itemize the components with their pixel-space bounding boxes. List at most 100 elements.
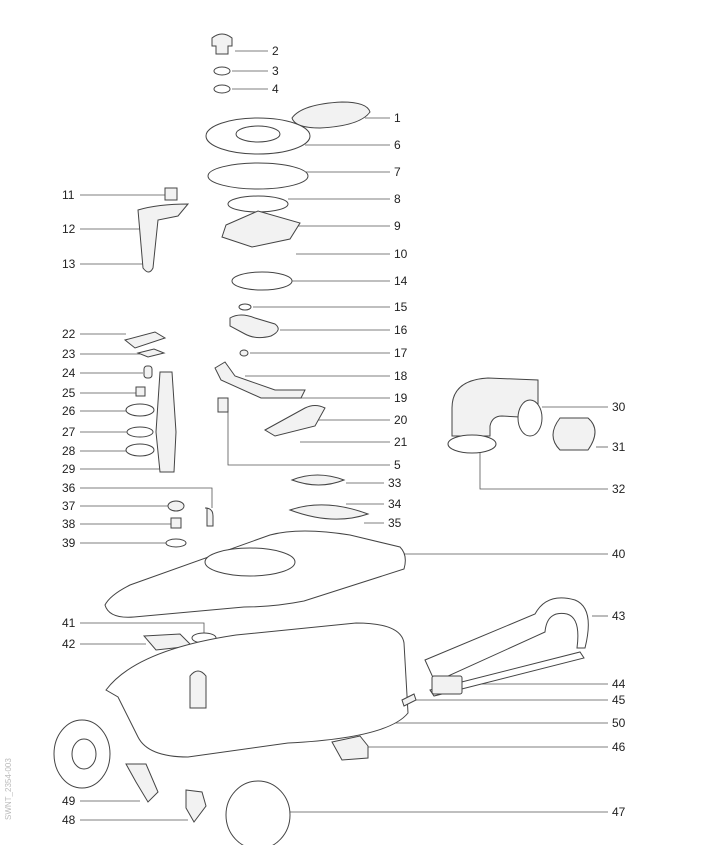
part-label-25: 25	[62, 386, 76, 400]
part-tank-opening	[204, 547, 296, 577]
part-flush-cover	[290, 474, 346, 486]
part-label-6: 6	[394, 138, 401, 152]
part-label-47: 47	[612, 805, 626, 819]
part-flush-gasket	[288, 504, 370, 520]
part-bracket	[263, 405, 326, 437]
part-foot-46	[331, 735, 369, 761]
part-label-4: 4	[272, 82, 279, 96]
part-label-20: 20	[394, 413, 408, 427]
part-spring-45	[401, 693, 417, 707]
part-label-17: 17	[394, 346, 408, 360]
part-seal	[227, 195, 289, 213]
leader-lines	[80, 50, 608, 821]
part-label-18: 18	[394, 369, 408, 383]
part-label-2: 2	[272, 44, 279, 58]
part-label-40: 40	[612, 547, 626, 561]
part-slider-rod	[155, 371, 177, 473]
part-label-43: 43	[612, 609, 626, 623]
part-bead	[239, 349, 249, 357]
part-wheel-47	[225, 780, 291, 845]
leader-line-41	[80, 622, 205, 633]
part-label-31: 31	[612, 440, 626, 454]
part-label-7: 7	[394, 165, 401, 179]
part-label-26: 26	[62, 404, 76, 418]
part-elbow	[451, 377, 539, 437]
part-label-8: 8	[394, 192, 401, 206]
part-label-16: 16	[394, 323, 408, 337]
part-label-11: 11	[62, 188, 75, 202]
part-label-22: 22	[62, 327, 76, 341]
part-label-27: 27	[62, 425, 76, 439]
part-disc	[126, 426, 154, 438]
part-label-50: 50	[612, 716, 626, 730]
part-button	[123, 331, 167, 349]
part-label-33: 33	[388, 476, 402, 490]
part-label-5: 5	[394, 458, 401, 472]
part-pull-handle	[424, 597, 589, 683]
part-disc	[125, 403, 155, 417]
part-blade	[231, 271, 293, 291]
part-spring-38	[170, 517, 182, 529]
part-plate	[136, 348, 166, 358]
part-seat-inner	[235, 125, 281, 143]
leader-line-36	[80, 487, 213, 508]
part-label-49: 49	[62, 794, 76, 808]
part-label-28: 28	[62, 444, 76, 458]
leader-line-5	[227, 402, 390, 466]
part-label-19: 19	[394, 391, 408, 405]
part-label-37: 37	[62, 499, 76, 513]
part-washer	[238, 303, 252, 311]
part-label-44: 44	[612, 677, 626, 691]
part-label-23: 23	[62, 347, 76, 361]
part-clip	[217, 397, 229, 413]
part-label-34: 34	[388, 497, 402, 511]
part-label-15: 15	[394, 300, 408, 314]
part-label-45: 45	[612, 693, 626, 707]
part-gasket	[207, 162, 309, 190]
part-clip-11	[164, 187, 178, 201]
part-washer-39	[165, 538, 187, 548]
part-label-9: 9	[394, 219, 401, 233]
part-label-39: 39	[62, 536, 76, 550]
part-knob	[211, 33, 233, 55]
part-label-3: 3	[272, 64, 279, 78]
part-ring	[213, 84, 231, 94]
part-hook	[204, 507, 214, 527]
part-spout	[189, 670, 207, 709]
part-latch-44	[431, 675, 463, 695]
part-label-32: 32	[612, 482, 626, 496]
part-axle-48	[185, 789, 207, 823]
part-label-36: 36	[62, 481, 76, 495]
part-valve-frame	[221, 210, 301, 248]
part-wheel-hub	[71, 738, 97, 770]
part-label-14: 14	[394, 274, 408, 288]
part-label-42: 42	[62, 637, 76, 651]
part-handle	[137, 203, 190, 273]
part-label-1: 1	[394, 111, 401, 125]
part-knob-37	[167, 500, 185, 512]
part-cap	[135, 386, 146, 397]
part-elbow-end	[517, 399, 543, 437]
leader-line-32	[479, 452, 608, 490]
part-label-12: 12	[62, 222, 76, 236]
part-label-38: 38	[62, 517, 76, 531]
part-valve-plate	[229, 314, 279, 339]
part-label-35: 35	[388, 516, 402, 530]
part-axle-49	[125, 763, 159, 803]
part-label-41: 41	[62, 616, 76, 630]
part-lower-tank	[105, 622, 409, 758]
part-ring	[213, 66, 231, 76]
drawing-code: SWNT_2354-003	[4, 758, 13, 820]
part-label-21: 21	[394, 435, 408, 449]
part-label-10: 10	[394, 247, 408, 261]
part-label-29: 29	[62, 462, 76, 476]
part-label-30: 30	[612, 400, 626, 414]
part-label-13: 13	[62, 257, 76, 271]
part-o-ring	[447, 434, 497, 454]
part-spring	[143, 365, 153, 379]
part-cap-31	[552, 417, 596, 451]
part-label-46: 46	[612, 740, 626, 754]
part-lid-cover	[291, 101, 371, 129]
